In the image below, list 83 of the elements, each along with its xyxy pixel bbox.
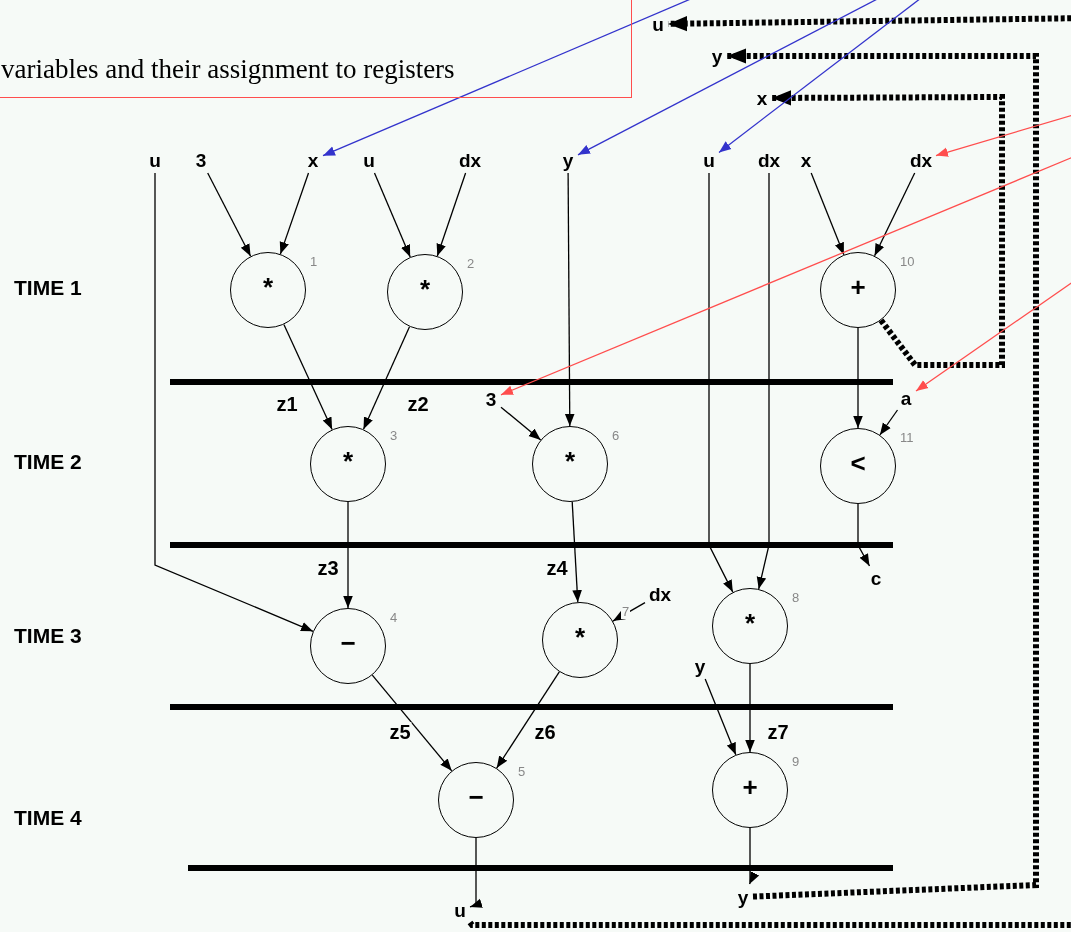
arrow	[371, 674, 453, 772]
arrow	[756, 172, 770, 590]
step-number: 3	[389, 428, 399, 443]
arrow	[810, 172, 845, 256]
feedback-arrow	[727, 48, 1039, 900]
variable-label: u	[701, 149, 717, 171]
arrow	[362, 326, 411, 430]
operator-symbol: +	[742, 774, 758, 800]
operator-symbol: −	[468, 784, 484, 810]
step-number: 4	[389, 610, 399, 625]
operator-symbol: *	[564, 448, 576, 474]
step-number: 5	[517, 764, 527, 779]
arrow	[500, 406, 542, 441]
step-number: 8	[791, 590, 801, 605]
arrow	[745, 663, 755, 753]
arrow	[279, 172, 310, 255]
edge-label: z3	[316, 558, 340, 578]
variable-label: u	[452, 899, 468, 921]
arrow	[154, 172, 314, 632]
edge-label: z5	[388, 722, 412, 742]
operator-symbol: +	[850, 274, 866, 300]
variable-label: dx	[647, 583, 673, 605]
operator-symbol: *	[574, 624, 586, 650]
step-number: 9	[791, 754, 801, 769]
arrow	[853, 327, 863, 429]
operator-symbol: *	[342, 448, 354, 474]
arrow	[879, 409, 899, 436]
time-step-label: TIME 2	[14, 451, 82, 472]
variable-label: u	[650, 14, 666, 34]
step-number: 7	[621, 604, 631, 619]
variable-label: 3	[483, 388, 499, 410]
step-number: 10	[899, 254, 916, 269]
time-step-label: TIME 3	[14, 625, 82, 646]
arrow	[343, 501, 353, 609]
time-step-label: TIME 4	[14, 807, 82, 828]
variable-label: x	[754, 88, 770, 108]
arrow	[373, 172, 411, 258]
arrow	[748, 827, 760, 885]
arrow	[207, 172, 252, 257]
variable-label: u	[147, 149, 163, 171]
step-number: 11	[899, 430, 915, 445]
variable-label: dx	[457, 149, 483, 171]
edge-label: z7	[766, 722, 790, 742]
arrow	[612, 601, 646, 622]
arrow	[436, 172, 467, 257]
arrow	[283, 323, 333, 431]
variable-label: x	[798, 149, 814, 171]
variable-label: dx	[756, 149, 782, 171]
operator-symbol: −	[340, 630, 356, 656]
variable-label: u	[361, 149, 377, 171]
step-number: 1	[309, 254, 319, 269]
time-step-label: TIME 1	[14, 277, 82, 298]
arrow	[496, 671, 560, 769]
variable-label: dx	[908, 149, 934, 171]
callout-text: variables and their assignment to registers	[0, 53, 456, 86]
callout-box	[0, 0, 632, 98]
feedback-arrow	[469, 14, 1071, 928]
feedback-arrow	[772, 90, 1005, 368]
edge-label: z6	[533, 722, 557, 742]
variable-label: y	[692, 655, 708, 677]
edge-label: z1	[275, 394, 299, 414]
variable-label: x	[305, 149, 321, 171]
variable-label: y	[709, 46, 725, 66]
edge-label: z2	[406, 394, 430, 414]
operator-symbol: *	[262, 274, 274, 300]
operator-symbol: *	[419, 276, 431, 302]
arrow	[857, 503, 871, 567]
operator-symbol: *	[744, 610, 756, 636]
edge-label: z4	[545, 558, 569, 578]
arrow	[571, 501, 582, 603]
variable-label: y	[735, 886, 751, 908]
variable-label: a	[898, 388, 914, 408]
arrow	[564, 172, 575, 427]
arrow	[708, 172, 734, 593]
step-number: 6	[611, 428, 621, 443]
operator-symbol: <	[850, 450, 866, 476]
variable-label: 3	[193, 149, 209, 171]
step-number: 2	[466, 256, 476, 271]
arrow	[704, 678, 737, 756]
arrow	[873, 172, 916, 257]
arrow	[469, 837, 483, 908]
variable-label: c	[868, 568, 884, 588]
variable-label: y	[560, 149, 576, 171]
